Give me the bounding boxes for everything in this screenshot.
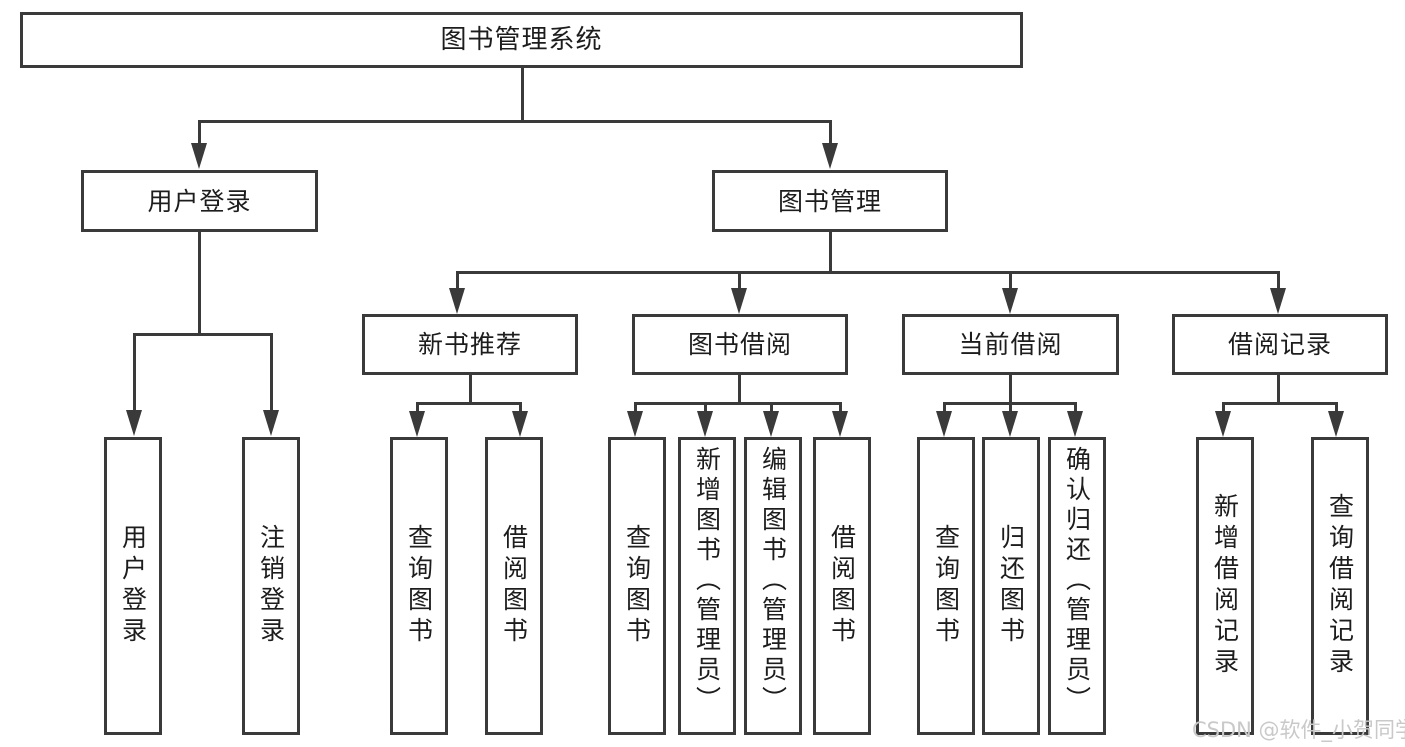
arrowhead-edit-book [763, 411, 779, 437]
node-borrow-record[interactable]: 借阅记录 [1172, 314, 1388, 375]
connector-drop-borrow-book-1 [519, 402, 522, 414]
connector-drop-borrow-record [1277, 271, 1280, 291]
connector-book-management-stem [829, 232, 832, 274]
arrowhead-leaf-logout [263, 410, 279, 436]
connector-drop-current-borrow [1009, 271, 1012, 291]
connector-borrow-record-stem [1277, 375, 1280, 403]
leaf-label: 查询图书 [931, 524, 961, 648]
node-root-book-management-system[interactable]: 图书管理系统 [20, 12, 1023, 68]
arrowhead-query-book-1 [409, 411, 425, 437]
node-user-login[interactable]: 用户登录 [81, 170, 318, 232]
connector-drop-edit-book [770, 402, 773, 414]
arrowhead-borrow-book-2 [832, 411, 848, 437]
node-book-borrow[interactable]: 图书借阅 [632, 314, 848, 375]
leaf-query-book-current[interactable]: 查询图书 [917, 437, 975, 735]
leaf-label: 借阅图书 [499, 524, 529, 648]
connector-drop-book-management [829, 120, 832, 146]
arrowhead-return-book [1002, 411, 1018, 437]
leaf-label: 注销登录 [256, 524, 286, 648]
node-label: 新书推荐 [417, 330, 522, 359]
connector-drop-return-book [1009, 402, 1012, 414]
leaf-add-book-admin[interactable]: 新增图书（管理员） [678, 437, 736, 735]
connector-drop-query-book-3 [943, 402, 946, 414]
arrowhead-book-management [822, 143, 838, 169]
arrowhead-query-book-3 [936, 411, 952, 437]
arrowhead-new-book-recommend [449, 288, 465, 314]
connector-drop-add-book [704, 402, 707, 414]
connector-drop-query-book-1 [416, 402, 419, 414]
node-new-book-recommend[interactable]: 新书推荐 [362, 314, 578, 375]
arrowhead-user-login [191, 143, 207, 169]
leaf-label: 借阅图书 [827, 524, 857, 648]
connector-new-book-recommend-bus [416, 402, 522, 405]
node-label: 当前借阅 [958, 330, 1063, 359]
arrowhead-borrow-record [1270, 288, 1286, 314]
arrowhead-book-borrow [731, 288, 747, 314]
leaf-query-book-recommend[interactable]: 查询图书 [390, 437, 448, 735]
connector-drop-user-login [198, 120, 201, 146]
connector-borrow-record-bus [1222, 402, 1338, 405]
leaf-label: 用户登录 [118, 524, 148, 648]
leaf-label: 确认归还（管理员） [1062, 446, 1092, 716]
connector-book-borrow-stem [738, 375, 741, 403]
connector-level1-bus [198, 120, 832, 123]
node-label: 用户登录 [147, 186, 252, 216]
leaf-label: 新增借阅记录 [1210, 493, 1240, 679]
arrowhead-borrow-book-1 [512, 411, 528, 437]
leaf-add-borrow-record[interactable]: 新增借阅记录 [1196, 437, 1254, 735]
connector-drop-book-borrow [738, 271, 741, 291]
leaf-return-book[interactable]: 归还图书 [982, 437, 1040, 735]
leaf-label: 查询图书 [622, 524, 652, 648]
connector-current-borrow-stem [1009, 375, 1012, 403]
connector-drop-confirm-return [1074, 402, 1077, 414]
node-label: 借阅记录 [1227, 330, 1332, 359]
connector-drop-new-book-recommend [456, 271, 459, 291]
arrowhead-current-borrow [1002, 288, 1018, 314]
leaf-borrow-book-borrow[interactable]: 借阅图书 [813, 437, 871, 735]
connector-user-login-bus [133, 333, 272, 336]
connector-root-stem [521, 68, 524, 122]
arrowhead-confirm-return [1067, 411, 1083, 437]
leaf-label: 编辑图书（管理员） [758, 446, 788, 716]
leaf-label: 查询借阅记录 [1325, 493, 1355, 679]
leaf-user-login[interactable]: 用户登录 [104, 437, 162, 735]
leaf-label: 查询图书 [404, 524, 434, 648]
connector-user-login-stem [198, 232, 201, 335]
connector-level2-bus [456, 271, 1280, 274]
connector-drop-query-book-2 [634, 402, 637, 414]
connector-new-book-recommend-stem [469, 375, 472, 403]
leaf-query-borrow-record[interactable]: 查询借阅记录 [1311, 437, 1369, 735]
node-label: 图书借阅 [687, 330, 792, 359]
arrowhead-query-book-2 [627, 411, 643, 437]
arrowhead-add-borrow-record [1215, 411, 1231, 437]
node-current-borrow[interactable]: 当前借阅 [902, 314, 1119, 375]
leaf-label: 新增图书（管理员） [692, 446, 722, 716]
leaf-logout[interactable]: 注销登录 [242, 437, 300, 735]
connector-book-borrow-bus [634, 402, 841, 405]
leaf-borrow-book-recommend[interactable]: 借阅图书 [485, 437, 543, 735]
leaf-edit-book-admin[interactable]: 编辑图书（管理员） [744, 437, 802, 735]
leaf-query-book-borrow[interactable]: 查询图书 [608, 437, 666, 735]
connector-drop-leaf-user-login [133, 333, 136, 412]
leaf-confirm-return-admin[interactable]: 确认归还（管理员） [1048, 437, 1106, 735]
arrowhead-query-borrow-record [1328, 411, 1344, 437]
node-book-management[interactable]: 图书管理 [712, 170, 948, 232]
leaf-label: 归还图书 [996, 524, 1026, 648]
node-label: 图书管理系统 [440, 25, 603, 55]
connector-drop-query-borrow-record [1335, 402, 1338, 414]
connector-drop-add-borrow-record [1222, 402, 1225, 414]
connector-drop-leaf-logout [270, 333, 273, 412]
arrowhead-leaf-user-login [126, 410, 142, 436]
arrowhead-add-book [697, 411, 713, 437]
connector-drop-borrow-book-2 [839, 402, 842, 414]
node-label: 图书管理 [777, 186, 882, 216]
